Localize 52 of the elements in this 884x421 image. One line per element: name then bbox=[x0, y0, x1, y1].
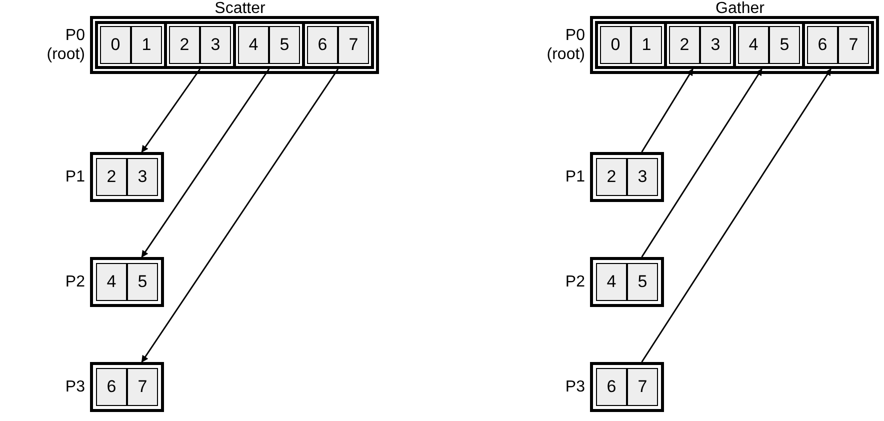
array-cell: 2 bbox=[669, 26, 700, 64]
process-label: P1 bbox=[564, 168, 585, 186]
element-pair-box bbox=[302, 21, 374, 69]
arrow bbox=[641, 68, 694, 152]
element-pair-box bbox=[164, 21, 236, 69]
array-cell: 4 bbox=[96, 263, 127, 301]
array-cell: 7 bbox=[838, 26, 869, 64]
array-cell: 7 bbox=[127, 368, 158, 406]
array-cell: 1 bbox=[131, 26, 162, 64]
array-cell: 5 bbox=[269, 26, 300, 64]
process-label: P2 bbox=[564, 272, 585, 292]
array-cell: 6 bbox=[807, 26, 838, 64]
array-cell: 0 bbox=[100, 26, 131, 64]
array-cell: 6 bbox=[96, 368, 127, 406]
array-cell: 4 bbox=[596, 263, 627, 301]
array-cell: 5 bbox=[769, 26, 800, 64]
array-cell: 4 bbox=[238, 26, 269, 64]
array-cell: 2 bbox=[169, 26, 200, 64]
element-pair-box bbox=[664, 21, 736, 69]
array-cell: 4 bbox=[738, 26, 769, 64]
array-cell: 7 bbox=[338, 26, 369, 64]
array-cell: 3 bbox=[700, 26, 731, 64]
arrow bbox=[641, 68, 762, 258]
process-label: P3 bbox=[64, 378, 85, 396]
array-cell: 5 bbox=[127, 263, 158, 301]
element-pair-box bbox=[233, 21, 305, 69]
panel-title: Scatter bbox=[214, 0, 266, 18]
element-pair-box bbox=[802, 21, 874, 69]
arrow bbox=[141, 68, 201, 153]
process-label: P3 bbox=[564, 378, 585, 396]
array-cell: 6 bbox=[307, 26, 338, 64]
element-pair-box bbox=[733, 21, 805, 69]
process-label: P1 bbox=[64, 168, 85, 186]
process-label: P2 bbox=[64, 272, 85, 292]
element-pair-box bbox=[595, 21, 667, 69]
array-cell: 3 bbox=[627, 158, 658, 196]
array-cell: 1 bbox=[631, 26, 662, 64]
process-label: P0 (root) bbox=[546, 26, 585, 64]
arrow bbox=[141, 68, 339, 363]
element-pair-box bbox=[95, 21, 167, 69]
panel-title: Gather bbox=[716, 0, 764, 18]
array-cell: 3 bbox=[127, 158, 158, 196]
array-cell: 0 bbox=[600, 26, 631, 64]
array-cell: 2 bbox=[96, 158, 127, 196]
process-label: P0 (root) bbox=[46, 26, 85, 64]
array-cell: 5 bbox=[627, 263, 658, 301]
arrow bbox=[641, 68, 832, 362]
array-cell: 6 bbox=[596, 368, 627, 406]
arrow bbox=[141, 68, 270, 258]
array-cell: 7 bbox=[627, 368, 658, 406]
array-cell: 2 bbox=[596, 158, 627, 196]
array-cell: 3 bbox=[200, 26, 231, 64]
